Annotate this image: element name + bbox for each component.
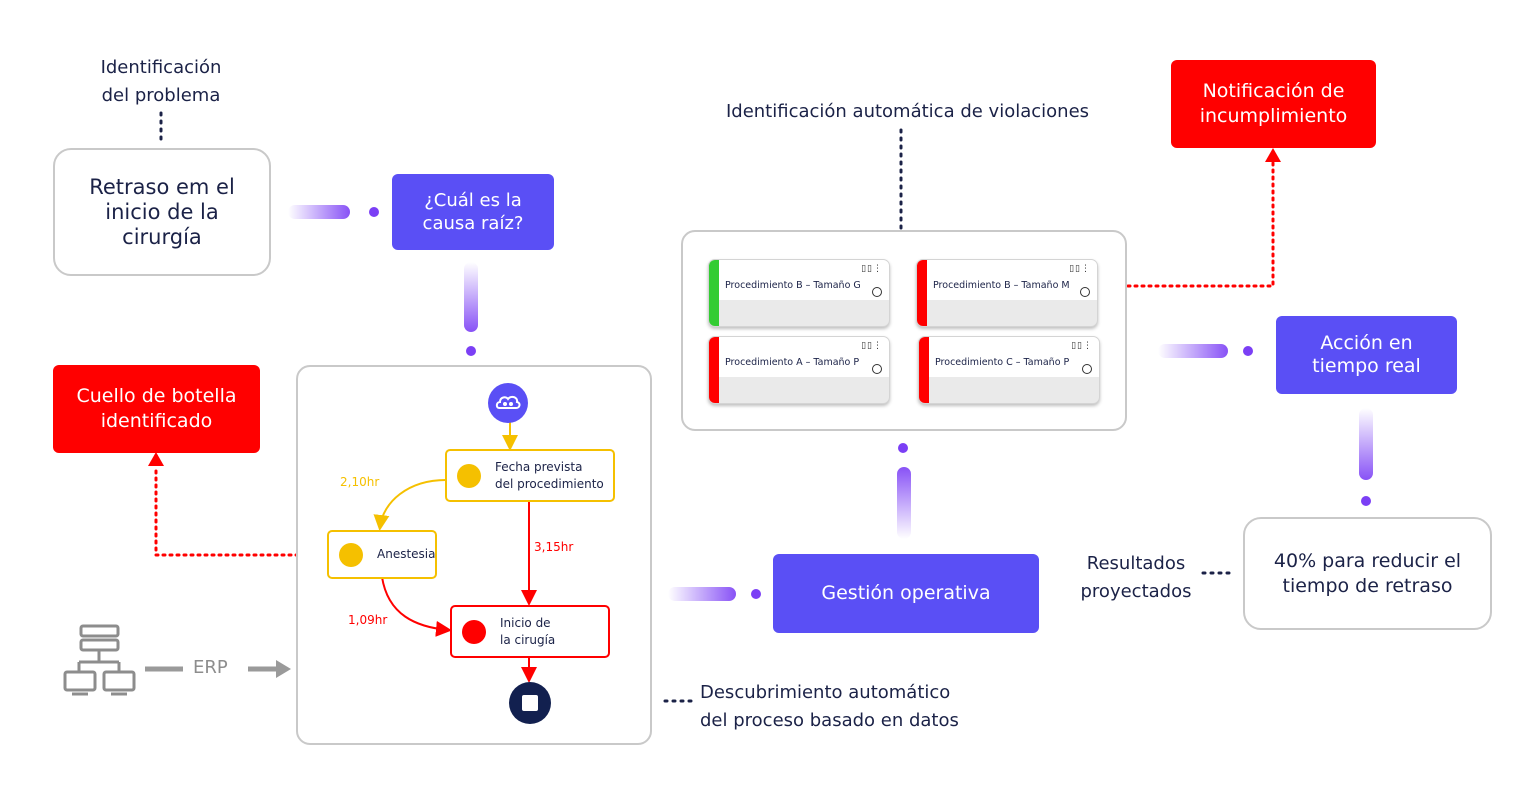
noncompliance-notification-box: Notificación de incumplimiento: [1171, 60, 1376, 148]
process-mining-icon: [488, 383, 528, 423]
violations-caption: Identificación automática de violaciones: [725, 101, 1090, 122]
violations-panel: Procedimiento B – Tamaño G ▯▯⋮ Procedimi…: [681, 230, 1127, 431]
card-actions-icon: ▯▯⋮: [861, 264, 883, 274]
problem-box: Retraso em el inicio de la cirurgía: [53, 148, 271, 276]
process-map-panel: Fecha prevista del procedimiento 2,10hr …: [296, 365, 652, 745]
erp-label: ERP: [193, 657, 228, 678]
node-dot-yellow: [457, 463, 481, 488]
clock-icon: [872, 287, 882, 297]
node-surgery-start: Inicio de la cirugía: [450, 605, 610, 658]
real-time-action-box: Acción en tiempo real: [1276, 316, 1457, 394]
connector-management-panel: [897, 467, 911, 539]
edge-label-anesthesia-surgery: 1,09hr: [348, 613, 388, 627]
connector-problem-cause: [288, 205, 350, 219]
stop-icon: [509, 682, 551, 724]
problem-caption: Identificación del problema: [100, 57, 222, 106]
projected-results-box: 40% para reducir el tiempo de retraso: [1243, 517, 1492, 630]
discovery-caption: Descubrimiento automático del proceso ba…: [700, 682, 959, 731]
clock-icon: [1082, 364, 1092, 374]
status-stripe: [709, 260, 719, 326]
procedure-card-label: Procedimiento B – Tamaño G: [725, 280, 861, 291]
procedure-card-label: Procedimiento B – Tamaño M: [933, 280, 1070, 291]
node-surgery-label: Inicio de la cirugía: [500, 615, 556, 647]
operational-management-box: Gestión operativa: [773, 554, 1039, 633]
card-actions-icon: ▯▯⋮: [861, 341, 883, 351]
procedure-card: Procedimiento A – Tamaño P ▯▯⋮: [708, 336, 890, 404]
clock-icon: [1080, 287, 1090, 297]
status-stripe: [917, 260, 927, 326]
procedure-card: Procedimiento B – Tamaño G ▯▯⋮: [708, 259, 890, 327]
node-dot-red: [462, 619, 486, 644]
edge-label-planned-surgery: 3,15hr: [534, 540, 574, 554]
node-dot-yellow: [339, 542, 363, 567]
node-anesthesia: Anestesia: [327, 530, 437, 579]
procedure-card-label: Procedimiento A – Tamaño P: [725, 357, 860, 368]
node-planned-date: Fecha prevista del procedimiento: [445, 449, 615, 502]
procedure-card: Procedimiento B – Tamaño M ▯▯⋮: [916, 259, 1098, 327]
node-anesthesia-label: Anestesia: [377, 547, 436, 561]
projected-results-caption: Resultados proyectados: [1080, 553, 1192, 602]
process-edges: [373, 422, 537, 683]
card-actions-icon: ▯▯⋮: [1069, 264, 1091, 274]
procedure-card: Procedimiento C – Tamaño P ▯▯⋮: [918, 336, 1100, 404]
procedure-card-label: Procedimiento C – Tamaño P: [935, 357, 1070, 368]
card-actions-icon: ▯▯⋮: [1071, 341, 1093, 351]
connector-action-results: [1359, 408, 1373, 480]
arrow-to-notification: [1098, 160, 1275, 288]
connector-cause-map: [464, 262, 478, 332]
clock-icon: [872, 364, 882, 374]
root-cause-box: ¿Cuál es la causa raíz?: [392, 174, 554, 250]
node-planned-label: Fecha prevista del procedimiento: [495, 459, 604, 491]
status-stripe: [709, 337, 719, 403]
bottleneck-box: Cuello de botella identificado: [53, 365, 260, 453]
status-stripe: [919, 337, 929, 403]
connector-map-management: [668, 587, 736, 601]
edge-label-planned-anesthesia: 2,10hr: [340, 475, 380, 489]
server-network-icon: [63, 624, 136, 696]
arrow-to-bottleneck: [154, 464, 300, 557]
connector-action: [1158, 344, 1228, 358]
